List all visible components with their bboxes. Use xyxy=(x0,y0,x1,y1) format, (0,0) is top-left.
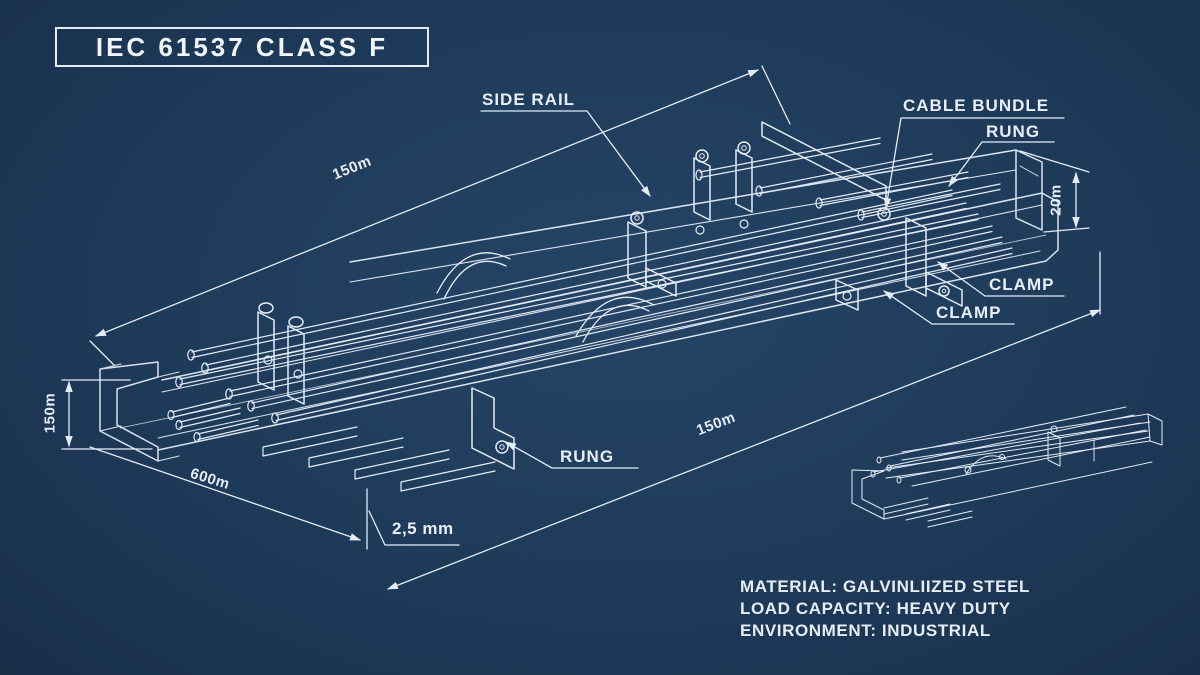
thickness-label: 2,5 mm xyxy=(392,519,454,538)
clamp-upper-label: CLAMP xyxy=(989,275,1055,294)
spec-environment: ENVIRONMENT: INDUSTRIAL xyxy=(740,621,991,640)
clamp-assembly-right xyxy=(835,207,963,311)
standard-title-box: IEC 61537 CLASS F xyxy=(55,27,429,67)
side-rail-label: SIDE RAIL xyxy=(482,90,576,109)
leader-thickness xyxy=(368,510,460,546)
far-end-assembly xyxy=(693,121,887,235)
clamp-assembly-mid xyxy=(471,211,677,470)
dimension-bottom-length xyxy=(386,251,1102,590)
leader-clamp-lower xyxy=(883,290,1015,325)
cable-bundle-label: CABLE BUNDLE xyxy=(903,96,1050,115)
spec-load-capacity: LOAD CAPACITY: HEAVY DUTY xyxy=(740,599,1011,618)
leader-rung-top xyxy=(948,141,1055,187)
dimension-left-height xyxy=(61,379,153,450)
dim-end-height-text: 20m xyxy=(1047,184,1065,216)
page-title: IEC 61537 CLASS F xyxy=(95,31,389,62)
spec-block: MATERIAL: GALVINLIIZED STEEL LOAD CAPACI… xyxy=(740,576,1030,642)
dimension-width xyxy=(89,446,368,550)
detail-drawing xyxy=(851,406,1163,528)
clamp-lower-label: CLAMP xyxy=(936,303,1002,322)
rungs xyxy=(262,426,496,492)
leader-side-rail xyxy=(480,110,651,197)
rung-bottom-label: RUNG xyxy=(560,447,615,466)
leader-clamp-upper xyxy=(937,261,1065,297)
dimension-top-length xyxy=(89,65,791,366)
leader-cable-bundle xyxy=(883,117,1065,210)
rung-top-label: RUNG xyxy=(986,122,1041,141)
dimension-end-height xyxy=(1019,150,1090,233)
spec-material: MATERIAL: GALVINLIIZED STEEL xyxy=(740,577,1031,596)
leader-rung-bottom xyxy=(505,441,639,469)
dim-left-height-text: 150m xyxy=(41,392,59,434)
